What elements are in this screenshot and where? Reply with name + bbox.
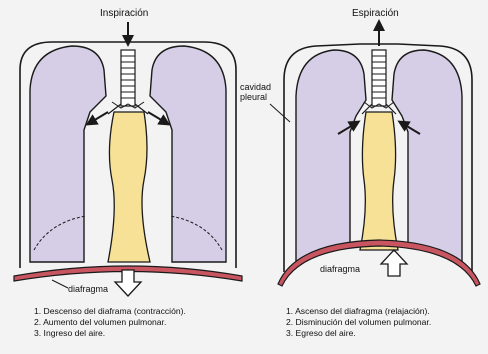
pleural-cavity-pointer <box>270 104 290 122</box>
right-outline-up-arrow-icon <box>381 250 407 276</box>
left-lung-left <box>30 46 106 262</box>
inspiration-step: 2. Aumento del volumen pulmonar. <box>34 317 186 328</box>
inspiration-step: 1. Descenso del diaframa (contracción). <box>34 306 186 317</box>
inspiration-title: Inspiración <box>100 8 148 19</box>
expiration-step: 1. Ascenso del diafragma (relajación). <box>286 306 431 317</box>
inspiration-step: 3. Ingreso del aire. <box>34 328 186 339</box>
left-diaphragm-label: diafragma <box>68 284 108 294</box>
left-lung-right <box>150 46 226 262</box>
inspiration-steps: 1. Descenso del diaframa (contracción). … <box>34 306 186 339</box>
expiration-step: 2. Disminución del volumen pulmonar. <box>286 317 431 328</box>
left-diaphragm-pointer <box>52 280 68 288</box>
expiration-step: 3. Egreso del aire. <box>286 328 431 339</box>
expiration-panel <box>270 22 480 286</box>
right-lung-left <box>296 50 366 268</box>
left-outline-down-arrow-icon <box>115 270 141 296</box>
pleural-cavity-label-line2: pleural <box>240 92 271 102</box>
left-trachea <box>108 50 148 114</box>
expiration-title: Espiración <box>352 8 399 19</box>
inspiration-panel <box>14 22 242 296</box>
right-diaphragm-label: diafragma <box>320 264 360 274</box>
expiration-steps: 1. Ascenso del diafragma (relajación). 2… <box>286 306 431 339</box>
pleural-cavity-label-line1: cavidad <box>240 82 271 92</box>
right-trachea <box>362 50 396 114</box>
left-mediastinum <box>108 112 150 262</box>
left-expansion-arrow-l <box>88 112 108 124</box>
right-lung-right <box>392 50 462 268</box>
pleural-cavity-label: cavidad pleural <box>240 82 271 102</box>
left-expansion-arrow-r <box>148 112 168 124</box>
right-mediastinum <box>360 112 398 250</box>
